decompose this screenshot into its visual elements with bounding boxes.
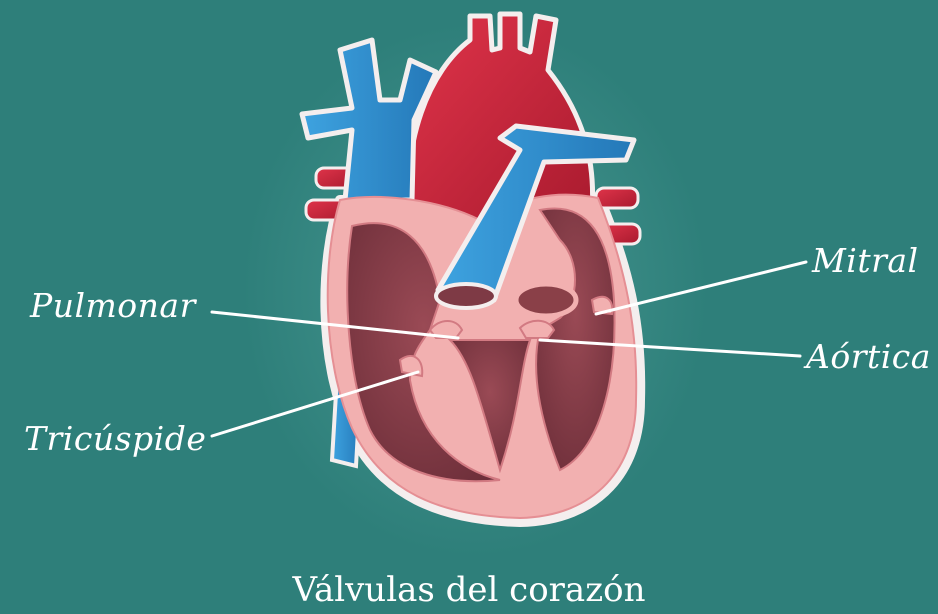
label-aortica: Aórtica — [806, 340, 931, 373]
label-pulmonar: Pulmonar — [30, 289, 196, 322]
aortic-root — [516, 284, 576, 316]
label-tricuspide: Tricúspide — [24, 422, 206, 455]
diagram-caption: Válvulas del corazón — [0, 573, 938, 607]
label-mitral: Mitral — [812, 244, 919, 277]
